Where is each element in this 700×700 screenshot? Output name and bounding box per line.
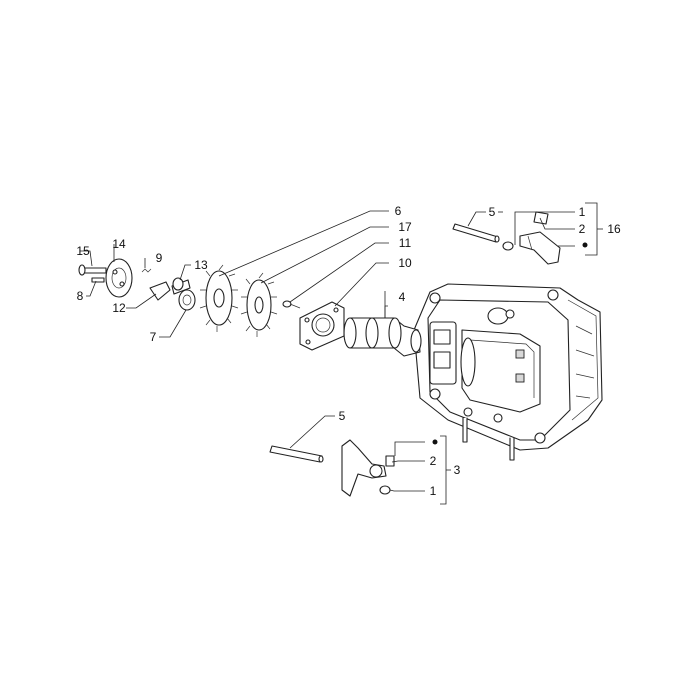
callout-13: 13 [194,258,208,272]
pin-13 [171,277,191,295]
leader-lines [80,202,603,505]
callout-11: 11 [399,236,412,250]
bush-7 [178,289,196,311]
screw-15 [78,264,107,276]
callout-5-upper: 5 [489,205,496,219]
callout-1-upper: 1 [579,205,586,219]
callout-8: 8 [77,289,84,303]
spring-9 [141,268,152,273]
callout-6: 6 [395,204,402,218]
rocker-arm-3 [341,439,395,497]
sprocket-6 [199,264,239,332]
callout-10: 10 [398,256,412,270]
screw-11 [282,300,301,309]
callout-15: 15 [76,244,90,258]
screw-8 [91,277,105,283]
camshaft [343,317,422,357]
callout-2-lower: 2 [430,454,437,468]
callout-7: 7 [150,330,157,344]
callout-labels: 6 17 11 10 4 15 14 9 13 8 12 7 5 1 2 16 … [76,204,621,498]
decompressor-disc-14 [105,258,133,298]
rocker-shaft-5-upper [452,223,500,243]
callout-3: 3 [454,463,461,477]
callout-1-lower: 1 [430,484,437,498]
callout-9: 9 [156,251,163,265]
callout-2-upper: 2 [579,222,586,236]
callout-17: 17 [398,220,412,234]
camshaft-flange [299,301,345,351]
marker-dots [432,242,588,445]
cylinder-head [413,283,603,461]
callout-16: 16 [607,222,621,236]
callout-5-lower: 5 [339,409,346,423]
callout-14: 14 [112,237,126,251]
sprocket-17 [240,272,278,337]
rocker-shaft-5-lower [269,445,324,463]
callout-12: 12 [112,301,126,315]
weight-12 [149,281,171,301]
callout-4: 4 [399,290,406,304]
rocker-arm-16 [502,211,561,265]
